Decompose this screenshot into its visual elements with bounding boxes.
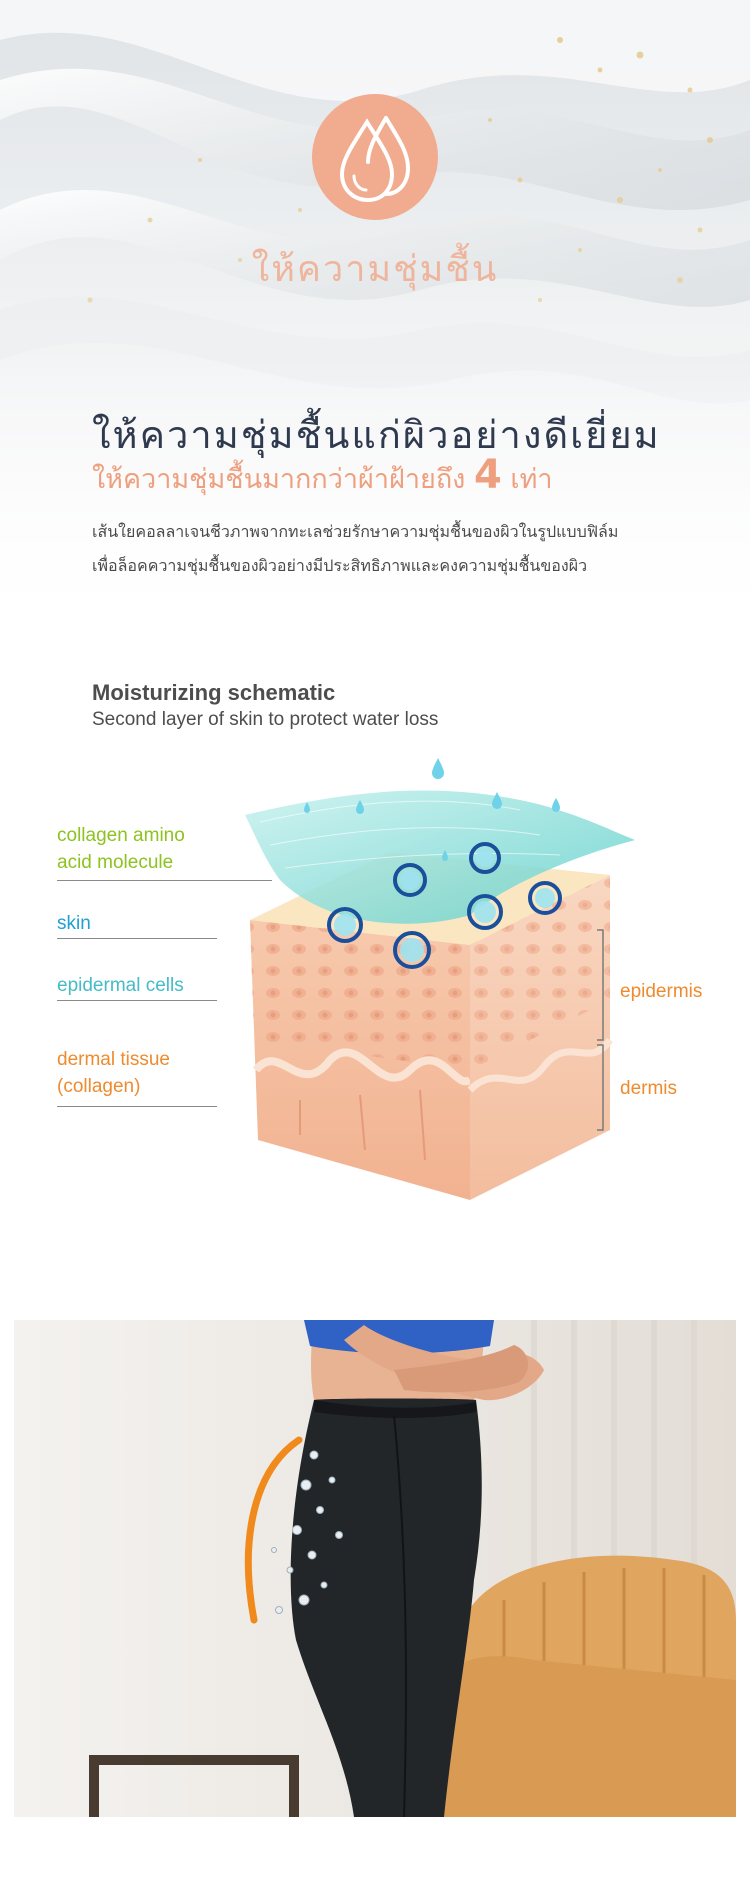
description: เส้นใยคอลลาเจนชีวภาพจากทะเลช่วยรักษาความ…: [92, 515, 732, 583]
water-drops-icon: [339, 116, 411, 203]
epidermal-label-line: [57, 1000, 217, 1001]
label-epidermal-cells: epidermal cells: [57, 975, 184, 996]
schematic-title: Moisturizing schematic: [92, 680, 336, 705]
hero-title: ให้ความชุ่มชื้น: [251, 249, 499, 290]
label-collagen-amino-acid: collagen amino acid molecule: [57, 822, 185, 876]
hero-section: ให้ความชุ่มชื้น ให้ความชุ่มชื้นแก่ผิวอย่…: [0, 0, 750, 640]
subline-prefix: ให้ความชุ่มชื้นมากกว่าผ้าฝ้ายถึง: [92, 464, 474, 495]
label-collagen-line-1: collagen amino: [57, 825, 185, 846]
label-skin: skin: [57, 913, 91, 934]
subline: ให้ความชุ่มชื้นมากกว่าผ้าฝ้ายถึง 4 เท่า: [92, 452, 732, 500]
moisture-badge: [312, 94, 438, 220]
headline: ให้ความชุ่มชื้นแก่ผิวอย่างดีเยี่ยม: [92, 413, 661, 457]
collagen-film: [245, 790, 635, 924]
label-dermis: dermis: [620, 1078, 678, 1099]
skin-label-line: [57, 938, 217, 939]
leggings-model-illustration: [89, 1320, 736, 1817]
product-photo: [14, 1320, 736, 1817]
label-collagen-line-2: acid molecule: [57, 852, 174, 873]
water-droplets: [304, 758, 560, 861]
silk-fabric-background: [0, 0, 750, 640]
schematic-subtitle: Second layer of skin to protect water lo…: [92, 709, 439, 730]
label-epidermis: epidermis: [620, 981, 703, 1002]
description-line-1: เส้นใยคอลลาเจนชีวภาพจากทะเลช่วยรักษาความ…: [92, 522, 619, 541]
label-dermal-line-1: dermal tissue: [57, 1049, 170, 1070]
collagen-label-line: [57, 880, 272, 881]
dermal-label-line: [57, 1106, 217, 1107]
description-line-2: เพื่อล็อคความชุ่มชื้นของผิวอย่างมีประสิท…: [92, 556, 588, 575]
subline-number: 4: [473, 452, 502, 498]
skin-cross-section-diagram: [245, 758, 635, 1200]
label-dermal-tissue: dermal tissue (collagen): [57, 1046, 170, 1100]
label-dermal-line-2: (collagen): [57, 1076, 141, 1097]
collagen-molecules: [327, 842, 562, 969]
subline-suffix: เท่า: [501, 464, 553, 495]
